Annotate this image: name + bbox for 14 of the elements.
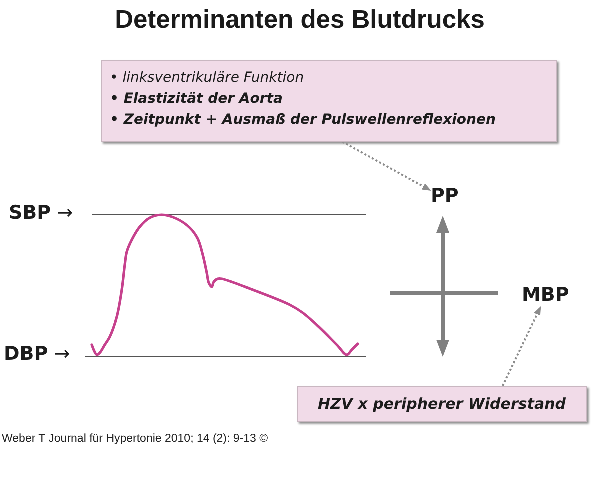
measure-label: MBP [522, 285, 570, 307]
dotted-arrow [342, 141, 432, 192]
dotted-arrow [502, 306, 542, 386]
bullet-text: • Elastizität der Aorta [110, 90, 283, 109]
level-label: SBP → [9, 203, 74, 225]
formula-text: HZV x peripherer Widerstand [318, 395, 566, 413]
measure-label: PP [431, 186, 459, 208]
bullet-text: • Zeitpunkt + Ausmaß der Pulswellenreflexionen [110, 111, 496, 130]
citation-text: Weber T Journal für Hypertonie 2010; 14 (2): 9-13 © [2, 433, 268, 447]
formula-box [297, 386, 587, 422]
level-label: DBP → [4, 344, 70, 366]
bullet-text: • linksventrikuläre Funktion [110, 69, 304, 88]
title: Determinanten des Blutdrucks [115, 6, 485, 35]
factor-box [101, 60, 557, 142]
